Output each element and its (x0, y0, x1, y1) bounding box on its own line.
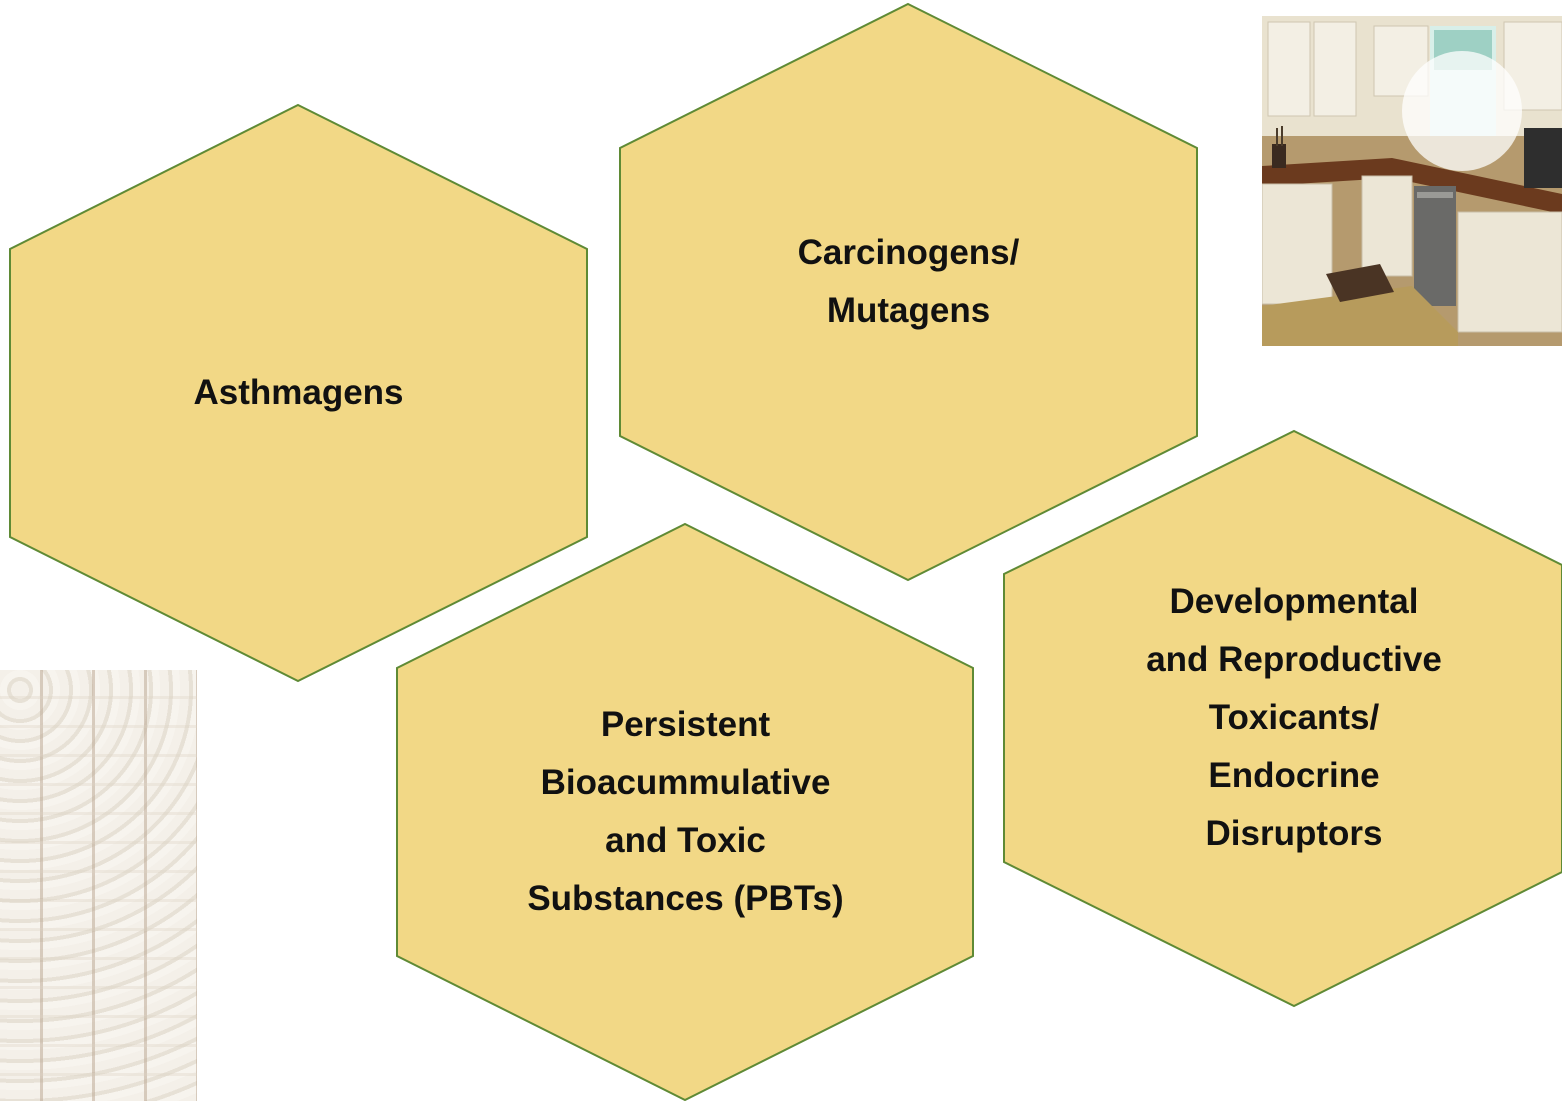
hexagon-label-developmental: Developmental and Reproductive Toxicants… (1146, 582, 1442, 853)
hexagon-label-pbts: Persistent Bioacummulative and Toxic Sub… (527, 705, 844, 918)
kitchen-photo (1262, 16, 1562, 346)
hexagon-asthmagens (9, 103, 588, 683)
hexagon-developmental (1003, 429, 1562, 1008)
hexagon-pbts (396, 522, 974, 1101)
hexagon-label-asthmagens: Asthmagens (193, 373, 404, 412)
hexagon-carcinogens (619, 2, 1198, 582)
hexagon-label-carcinogens: Carcinogens/ Mutagens (797, 233, 1020, 330)
foam-insulation-photo (0, 670, 197, 1101)
